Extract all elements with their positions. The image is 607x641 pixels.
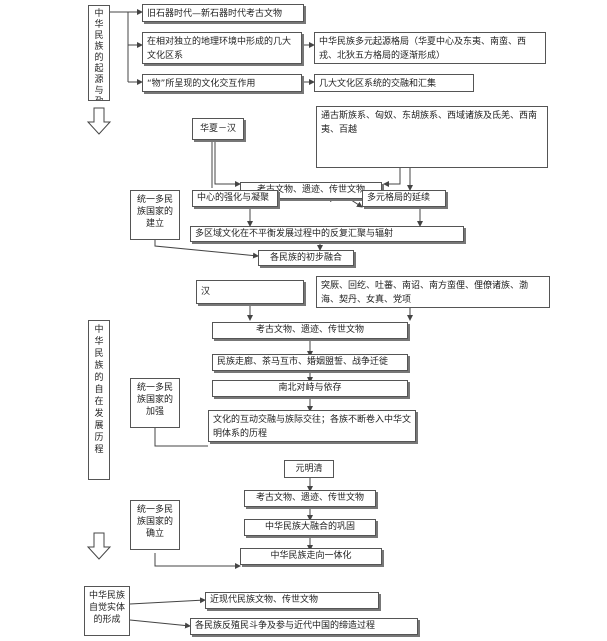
section1-title: 中华民族的起源与孕育 (88, 5, 110, 101)
stage1-left-mid: 中心的强化与凝聚 (192, 190, 278, 207)
stage1-left-top: 华夏－汉 (192, 118, 244, 140)
stage3-label: 统一多民族国家的确立 (130, 500, 180, 550)
stage2-left-top: 汉 (196, 280, 304, 304)
stage1-label: 统一多民族国家的建立 (130, 190, 180, 240)
stage2-item1: 考古文物、遗迹、传世文物 (212, 322, 408, 339)
stage3-top: 元明清 (284, 460, 334, 478)
section1-row3-right: 几大文化区系统的交融和汇集 (314, 74, 474, 92)
section2-title: 中华民族的自在发展历程 (88, 320, 110, 480)
section1-row2: 在相对独立的地理环境中形成的几大文化区系 (142, 32, 302, 64)
stage1-wide: 多区域文化在不平衡发展过程中的反复汇聚与辐射 (190, 226, 464, 242)
section3-item2: 各民族反殖民斗争及参与近代中国的缔造过程 (190, 618, 418, 635)
section3-item1: 近现代民族文物、传世文物 (205, 592, 379, 609)
section3-title: 中华民族自觉实体的形成 (84, 586, 130, 636)
stage2-item4: 文化的互动交融与族际交往；各族不断卷入中华文明体系的历程 (208, 410, 416, 442)
stage1-bottom: 各民族的初步融合 (258, 250, 354, 266)
stage3-item1: 考古文物、遗迹、传世文物 (244, 490, 376, 507)
stage1-right-mid: 多元格局的延续 (362, 190, 446, 207)
stage2-right-top: 突厥、回纥、吐蕃、南诏、南方蛮俚、俚僚诸族、渤海、契丹、女真、党项 (316, 276, 550, 308)
stage1-right-top: 通古斯族系、匈奴、东胡族系、西域诸族及氐羌、西南夷、百越 (316, 106, 548, 168)
stage3-item2: 中华民族大融合的巩固 (244, 519, 376, 536)
section1-row2-right: 中华民族多元起源格局（华夏中心及东夷、南蛮、西戎、北狄五方格局的逐渐形成） (314, 32, 546, 64)
section1-row1: 旧石器时代—新石器时代考古文物 (142, 4, 304, 22)
stage2-label: 统一多民族国家的加强 (130, 378, 180, 428)
section1-row3: “物”所呈现的文化交互作用 (142, 74, 302, 92)
stage2-item2: 民族走廊、茶马互市、婚姻盟誓、战争迁徙 (212, 354, 408, 371)
stage2-item3: 南北对峙与依存 (212, 380, 408, 397)
stage3-item3: 中华民族走向一体化 (240, 548, 382, 565)
